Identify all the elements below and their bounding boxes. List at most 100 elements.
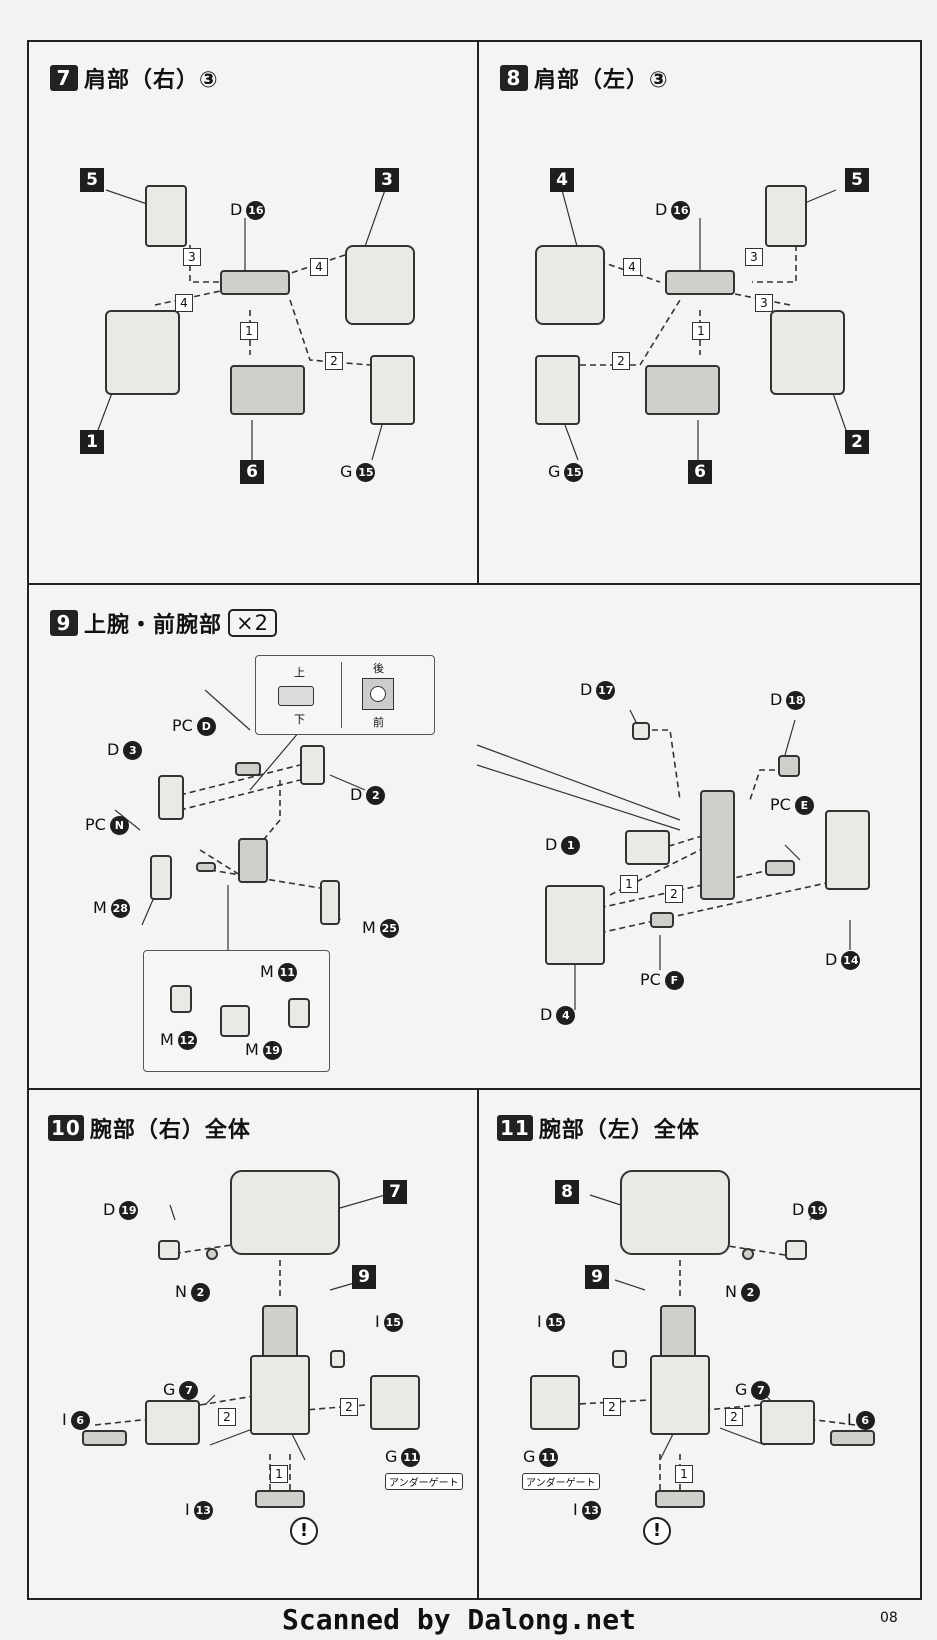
section-8-title: 8 肩部（左）③ [500, 62, 669, 94]
hand-guard-g7 [760, 1400, 815, 1445]
runner-letter: D [350, 785, 363, 804]
shoulder-part-3 [345, 245, 415, 325]
part-callout-7: 7 [383, 1180, 407, 1204]
elbow-part-m12 [170, 985, 192, 1013]
arm-assembly-9 [660, 1305, 696, 1360]
part-i6 [82, 1430, 127, 1446]
step-marker: 3 [755, 294, 773, 312]
part-number: 12 [177, 1031, 197, 1050]
page-number: 08 [880, 1610, 898, 1626]
part-number: 2 [366, 786, 386, 805]
step-marker: 1 [270, 1465, 288, 1483]
part-number: 13 [581, 1501, 601, 1520]
part-number: N [109, 816, 129, 835]
part-number: 4 [556, 1006, 576, 1025]
forearm-armor-d4 [545, 885, 605, 965]
part-number: 15 [545, 1313, 565, 1332]
divider [477, 40, 479, 583]
runner-letter: D [103, 1200, 116, 1219]
step-number: 11 [497, 1115, 533, 1141]
part-number: 16 [246, 201, 266, 220]
runner-letter: D [540, 1005, 553, 1024]
runner-letter: PC [85, 815, 106, 834]
pc-part-top-view [362, 678, 394, 710]
step-marker: 2 [325, 352, 343, 370]
part-callout-8: 8 [555, 1180, 579, 1204]
step-number: 9 [50, 610, 78, 636]
runner-letter: D [825, 950, 838, 969]
section-title-text: 肩部（右）③ [84, 68, 219, 93]
section-title-text: 肩部（左）③ [534, 68, 669, 93]
section-11-title: 11 腕部（左）全体 [497, 1112, 700, 1144]
part-number: F [664, 971, 684, 990]
runner-letter: D [107, 740, 120, 759]
under-gate-tag: アンダーゲート [385, 1473, 463, 1490]
part-callout-1: 1 [80, 430, 104, 454]
shoulder-joint-d16 [665, 270, 735, 295]
runner-letter: M [245, 1040, 259, 1059]
runner-letter: G [340, 462, 353, 481]
part-i15 [330, 1350, 345, 1368]
part-number: 15 [564, 463, 584, 482]
forearm-body [250, 1355, 310, 1435]
part-number: 11 [401, 1448, 421, 1467]
forearm-part-d14 [825, 810, 870, 890]
part-number: 2 [190, 1283, 210, 1302]
pc-part-f [650, 912, 674, 928]
divider [27, 583, 922, 585]
quantity-badge: ×2 [228, 609, 277, 637]
step-marker: 2 [725, 1408, 743, 1426]
shoulder-joint-6 [230, 365, 305, 415]
part-number: D [196, 717, 216, 736]
part-callout-2: 2 [845, 430, 869, 454]
step-marker: 3 [183, 248, 201, 266]
part-d19 [158, 1240, 180, 1260]
part-callout-6: 6 [688, 460, 712, 484]
step-marker: 2 [665, 885, 683, 903]
shoulder-part-4 [535, 245, 605, 325]
upper-arm-d3 [158, 775, 184, 820]
runner-letter: G [163, 1380, 176, 1399]
runner-letter: D [792, 1200, 805, 1219]
part-number: 7 [179, 1381, 199, 1400]
part-i6 [830, 1430, 875, 1446]
runner-letter: PC [172, 716, 193, 735]
label-front: 前 [373, 716, 384, 729]
part-number: 6 [855, 1411, 875, 1430]
part-callout-9: 9 [352, 1265, 376, 1289]
section-7-title: 7 肩部（右）③ [50, 62, 219, 94]
part-number: 17 [596, 681, 616, 700]
runner-letter: PC [640, 970, 661, 989]
part-callout-6: 6 [240, 460, 264, 484]
part-number: E [794, 796, 814, 815]
shoulder-part-5 [145, 185, 187, 247]
forearm-body [650, 1355, 710, 1435]
runner-letter: I [375, 1312, 380, 1331]
scan-credit: Scanned by Dalong.net [282, 1603, 637, 1636]
part-number: 11 [277, 963, 297, 982]
shoulder-assembly-7 [230, 1170, 340, 1255]
step-marker: 4 [175, 294, 193, 312]
runner-letter: G [735, 1380, 748, 1399]
elbow-part-m11 [288, 998, 310, 1028]
step-marker: 4 [623, 258, 641, 276]
runner-letter: D [545, 835, 558, 854]
runner-letter: I [847, 1410, 852, 1429]
section-title-text: 腕部（右）全体 [89, 1118, 251, 1143]
